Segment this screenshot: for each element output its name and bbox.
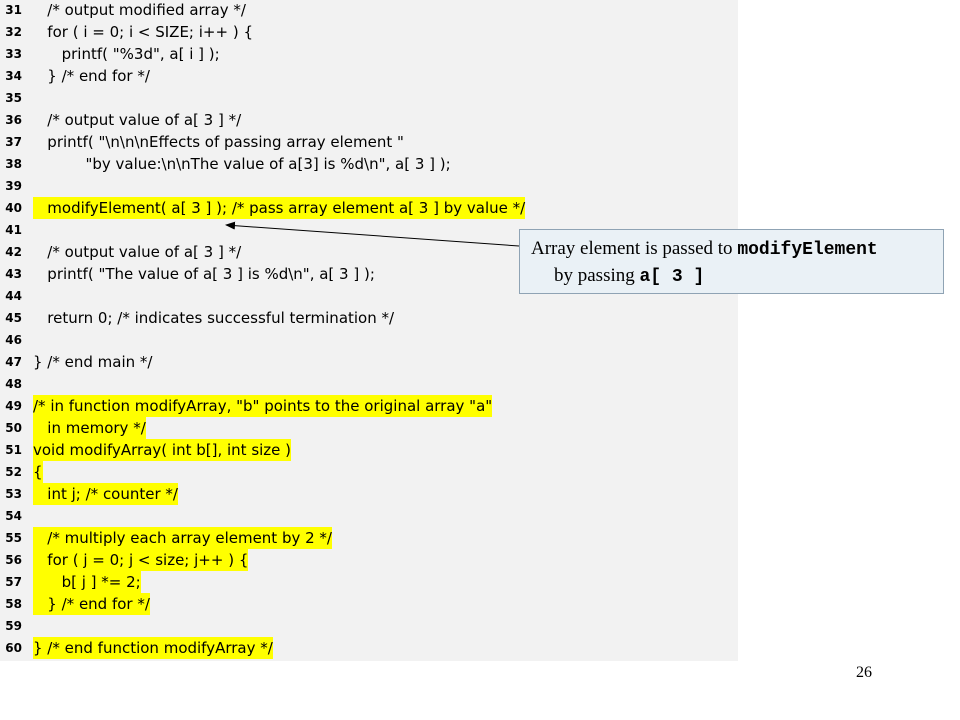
- callout-code-1: modifyElement: [737, 240, 878, 260]
- callout-line-2: by passing a[ 3 ]: [554, 265, 704, 287]
- line-number: 36: [5, 113, 22, 127]
- line-code: } /* end for */: [33, 593, 150, 615]
- line-number: 57: [5, 575, 22, 589]
- line-code: /* output value of a[ 3 ] */: [33, 111, 242, 129]
- line-number: 56: [5, 553, 22, 567]
- code-line: 57 b[ j ] *= 2;: [0, 571, 738, 593]
- line-number: 58: [5, 597, 22, 611]
- line-number: 33: [5, 47, 22, 61]
- line-code: modifyElement( a[ 3 ] ); /* pass array e…: [33, 197, 526, 219]
- code-line: 50 in memory */: [0, 417, 738, 439]
- callout-line-1: Array element is passed to modifyElement: [531, 238, 878, 260]
- line-code: "by value:\n\nThe value of a[3] is %d\n"…: [33, 155, 451, 173]
- line-number: 54: [5, 509, 22, 523]
- line-code: } /* end main */: [33, 353, 153, 371]
- line-number: 48: [5, 377, 22, 391]
- line-number: 34: [5, 69, 22, 83]
- code-line: 41: [0, 219, 738, 241]
- code-line: 54: [0, 505, 738, 527]
- line-number: 43: [5, 267, 22, 281]
- code-line: 38 "by value:\n\nThe value of a[3] is %d…: [0, 153, 738, 175]
- line-code: printf( "\n\n\nEffects of passing array …: [33, 133, 404, 151]
- code-line: 44: [0, 285, 738, 307]
- annotation-callout: Array element is passed to modifyElement…: [519, 229, 944, 294]
- code-line: 47 } /* end main */: [0, 351, 738, 373]
- line-number: 37: [5, 135, 22, 149]
- code-line: 49 /* in function modifyArray, "b" points…: [0, 395, 738, 417]
- line-number: 53: [5, 487, 22, 501]
- line-number: 46: [5, 333, 22, 347]
- code-line: 51 void modifyArray( int b[], int size ): [0, 439, 738, 461]
- line-number: 41: [5, 223, 22, 237]
- code-line: 58 } /* end for */: [0, 593, 738, 615]
- code-line: 40 modifyElement( a[ 3 ] ); /* pass arra…: [0, 197, 738, 219]
- line-number: 47: [5, 355, 22, 369]
- code-line: 36 /* output value of a[ 3 ] */: [0, 109, 738, 131]
- line-number: 39: [5, 179, 22, 193]
- line-number: 51: [5, 443, 22, 457]
- line-number: 52: [5, 465, 22, 479]
- line-number: 44: [5, 289, 22, 303]
- line-code: /* output value of a[ 3 ] */: [33, 243, 242, 261]
- code-line: 34 } /* end for */: [0, 65, 738, 87]
- line-number: 60: [5, 641, 22, 655]
- line-number: 45: [5, 311, 22, 325]
- line-code: return 0; /* indicates successful termin…: [33, 309, 395, 327]
- line-number: 59: [5, 619, 22, 633]
- line-code: for ( i = 0; i < SIZE; i++ ) {: [33, 23, 253, 41]
- code-line: 56 for ( j = 0; j < size; j++ ) {: [0, 549, 738, 571]
- code-line: 43 printf( "The value of a[ 3 ] is %d\n"…: [0, 263, 738, 285]
- line-code: printf( "The value of a[ 3 ] is %d\n", a…: [33, 265, 375, 283]
- code-line: 33 printf( "%3d", a[ i ] );: [0, 43, 738, 65]
- line-code: void modifyArray( int b[], int size ): [33, 439, 292, 461]
- line-code: in memory */: [33, 417, 146, 439]
- code-line: 45 return 0; /* indicates successful ter…: [0, 307, 738, 329]
- line-code: int j; /* counter */: [33, 483, 178, 505]
- code-line: 60 } /* end function modifyArray */: [0, 637, 738, 659]
- page-number: 26: [856, 664, 872, 681]
- code-line: 39: [0, 175, 738, 197]
- code-line: 52 {: [0, 461, 738, 483]
- line-code: printf( "%3d", a[ i ] );: [33, 45, 220, 63]
- line-number: 35: [5, 91, 22, 105]
- code-line: 37 printf( "\n\n\nEffects of passing arr…: [0, 131, 738, 153]
- code-line: 32 for ( i = 0; i < SIZE; i++ ) {: [0, 21, 738, 43]
- line-code: /* output modified array */: [33, 1, 246, 19]
- callout-text-1: Array element is passed to: [531, 238, 738, 259]
- line-number: 42: [5, 245, 22, 259]
- code-line: 53 int j; /* counter */: [0, 483, 738, 505]
- line-code: /* in function modifyArray, "b" points t…: [33, 395, 493, 417]
- line-number: 40: [5, 201, 22, 215]
- code-line: 55 /* multiply each array element by 2 *…: [0, 527, 738, 549]
- code-line: 31 /* output modified array */: [0, 0, 738, 21]
- callout-code-2: a[ 3 ]: [639, 267, 705, 287]
- line-number: 32: [5, 25, 22, 39]
- code-line: 42 /* output value of a[ 3 ] */: [0, 241, 738, 263]
- line-code: for ( j = 0; j < size; j++ ) {: [33, 549, 249, 571]
- line-code: {: [33, 461, 43, 483]
- line-number: 50: [5, 421, 22, 435]
- line-number: 49: [5, 399, 22, 413]
- code-line: 48: [0, 373, 738, 395]
- line-code: } /* end function modifyArray */: [33, 637, 273, 659]
- line-number: 38: [5, 157, 22, 171]
- line-number: 55: [5, 531, 22, 545]
- code-line: 59: [0, 615, 738, 637]
- code-line: 46: [0, 329, 738, 351]
- line-code: b[ j ] *= 2;: [33, 571, 141, 593]
- line-code: } /* end for */: [33, 67, 150, 85]
- code-listing-panel: 31 /* output modified array */32 for ( i…: [0, 0, 738, 661]
- line-code: /* multiply each array element by 2 */: [33, 527, 332, 549]
- code-line: 35: [0, 87, 738, 109]
- line-number: 31: [5, 3, 22, 17]
- callout-text-2: by passing: [554, 265, 640, 286]
